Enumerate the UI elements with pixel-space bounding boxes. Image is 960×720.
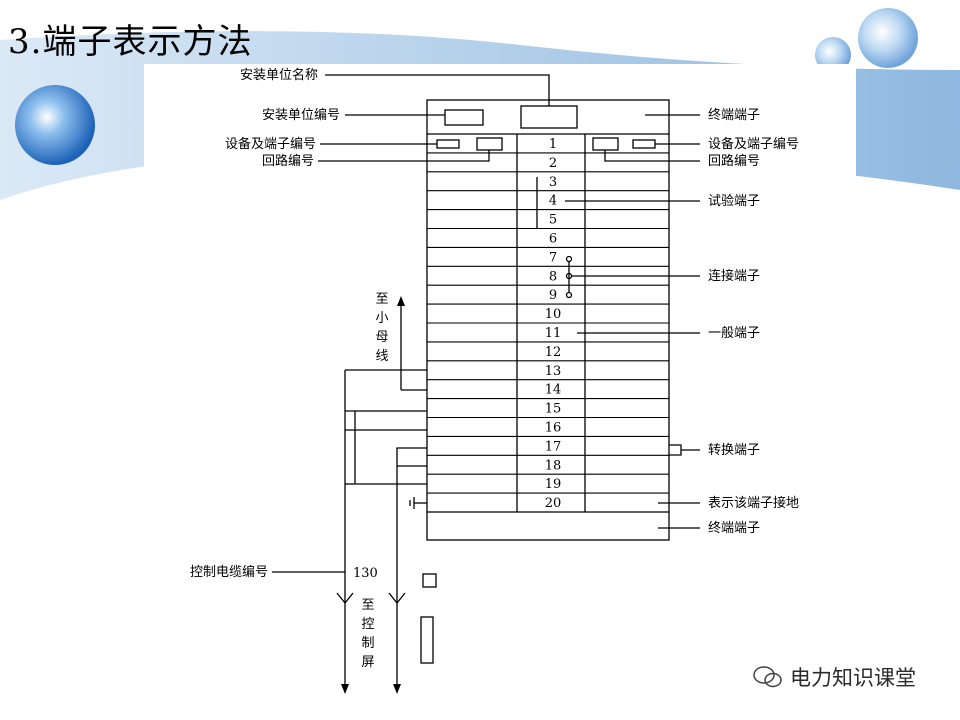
terminal-number: 2 (549, 156, 557, 171)
label-device-terminal-left: 设备及端子编号 (225, 136, 316, 152)
vertical-label-to-control-panel-4: 屏 (361, 655, 374, 670)
decorative-sphere (858, 8, 918, 68)
cable-shield-symbol (388, 592, 406, 605)
cable-shield-symbol (336, 592, 354, 605)
terminal-number: 12 (545, 345, 562, 360)
terminal-number: 20 (545, 496, 562, 511)
label-end-terminal-bottom: 终端端子 (708, 520, 760, 536)
install-name-leader (325, 74, 550, 106)
label-control-cable-number: 控制电缆编号 (190, 564, 268, 580)
label-end-terminal-top: 终端端子 (708, 107, 760, 123)
label-test-terminal: 试验端子 (708, 193, 760, 209)
terminal-number: 13 (545, 364, 562, 379)
terminal-number: 18 (545, 458, 562, 473)
circuit-leader-left (318, 150, 490, 162)
vertical-label-to-small-bus-1: 至 (375, 292, 388, 307)
link-terminal-node (565, 255, 573, 263)
terminal-number: 15 (545, 402, 562, 417)
vertical-label-to-small-bus-4: 线 (375, 349, 388, 364)
install-number-box (444, 109, 484, 126)
label-link-terminal: 连接端子 (708, 268, 760, 284)
link-terminal-node (565, 291, 573, 299)
decorative-sphere (15, 85, 95, 165)
label-circuit-left: 回路编号 (262, 153, 314, 169)
arrow-up (397, 296, 405, 306)
terminal-number: 7 (549, 250, 557, 265)
legend-box-tall (420, 616, 434, 664)
label-circuit-right: 回路编号 (708, 153, 760, 169)
vertical-label-to-small-bus-2: 小 (375, 311, 388, 326)
label-install-name: 安装单位名称 (240, 67, 318, 83)
vertical-label-to-control-panel-1: 至 (361, 598, 374, 613)
label-install-number: 安装单位编号 (262, 108, 340, 123)
vertical-label-to-control-panel-3: 制 (361, 636, 374, 651)
terminal-number: 10 (545, 307, 562, 322)
vertical-label-to-small-bus-3: 母 (375, 330, 388, 345)
label-cable-number-value: 130 (353, 566, 378, 581)
label-switch-terminal: 转换端子 (708, 443, 760, 458)
terminal-number: 11 (545, 326, 562, 341)
terminal-number: 19 (545, 477, 562, 492)
wechat-icon (753, 666, 782, 688)
terminal-block (426, 99, 670, 541)
label-grounded-terminal: 表示该端子接地 (708, 495, 799, 511)
terminal-number: 6 (549, 231, 557, 246)
terminal-number: 5 (549, 213, 557, 228)
legend-box-small (422, 573, 437, 588)
slide-title: 3.端子表示方法 (8, 22, 253, 62)
label-general-terminal: 一般端子 (708, 325, 760, 341)
terminal-number: 17 (545, 439, 562, 454)
vertical-label-to-control-panel-2: 控 (361, 617, 374, 632)
terminal-number: 4 (549, 194, 557, 209)
label-device-terminal-right: 设备及端子编号 (708, 136, 799, 152)
arrow-down (393, 684, 401, 694)
terminal-number: 3 (549, 175, 557, 190)
figure-panel (144, 64, 856, 720)
terminal-number: 8 (549, 269, 557, 284)
cable-right (396, 447, 427, 688)
terminal-number: 14 (545, 383, 562, 398)
circuit-leader-right (604, 150, 700, 162)
terminal-number: 1 (549, 137, 557, 152)
arrow-down (341, 684, 349, 694)
terminal-rows (427, 152, 669, 494)
watermark-text: 电力知识课堂 (790, 666, 916, 690)
terminal-number: 16 (545, 420, 562, 435)
terminal-number: 9 (549, 288, 557, 303)
